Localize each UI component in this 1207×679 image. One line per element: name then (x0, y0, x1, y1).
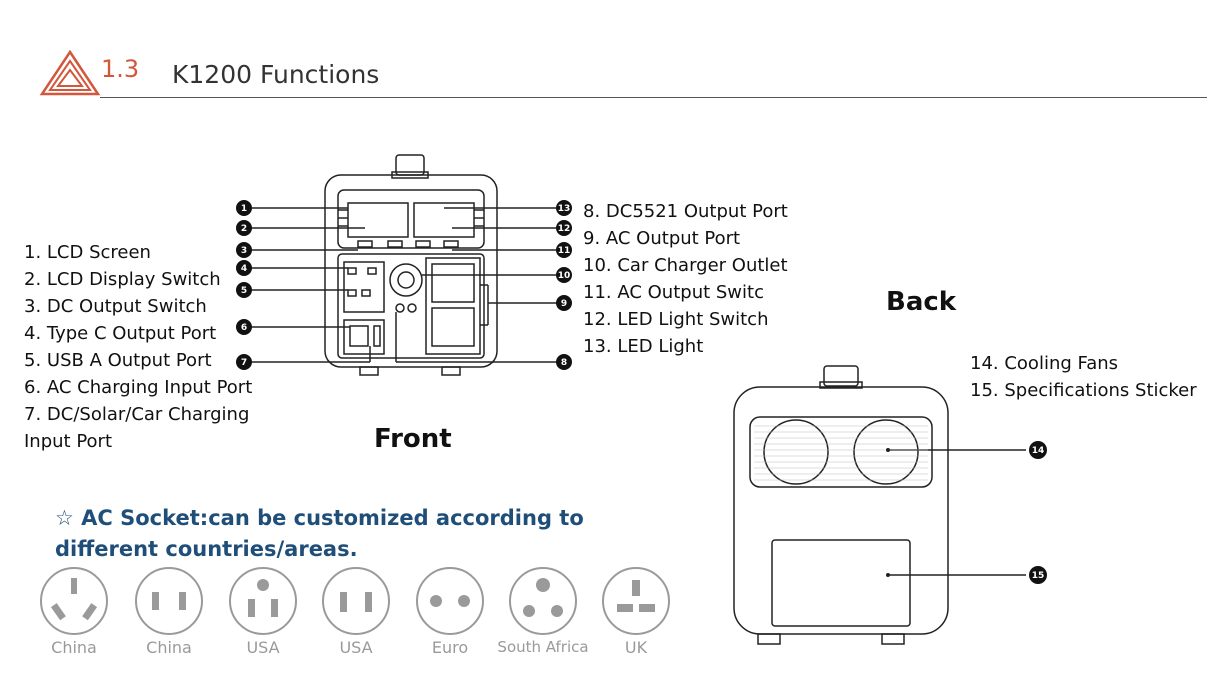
list-item: 2. LCD Display Switch (24, 269, 221, 290)
star-icon: ☆ (55, 506, 74, 530)
callout-3: 3 (241, 246, 247, 256)
back-view-label: Back (886, 287, 957, 317)
front-feature-list-right: 8. DC5521 Output Port 9. AC Output Port … (583, 198, 788, 360)
brand-logo-icon (39, 49, 101, 96)
list-item: 4. Type C Output Port (24, 323, 217, 344)
plug-label: USA (339, 638, 373, 657)
callout-7: 7 (241, 358, 247, 368)
plug-label: Euro (431, 638, 469, 657)
plug-label: China (51, 638, 97, 657)
callout-12: 12 (558, 224, 571, 234)
china-socket-icon (135, 567, 203, 635)
plug-label: USA (246, 638, 280, 657)
callout-14: 14 (1032, 446, 1045, 456)
section-number: 1.3 (101, 55, 140, 83)
list-item: 7. DC/Solar/Car Charging (24, 404, 250, 425)
plug-label: UK (624, 638, 648, 657)
callout-11: 11 (558, 246, 571, 256)
list-item: 9. AC Output Port (583, 228, 741, 249)
list-item: Input Port (24, 431, 113, 452)
page-title: K1200 Functions (172, 60, 380, 89)
back-device-illustration: 14 15 (733, 365, 1047, 645)
callout-2: 2 (241, 224, 247, 234)
back-feature-list: 14. Cooling Fans 15. Specifications Stic… (970, 350, 1197, 404)
callout-5: 5 (241, 286, 247, 296)
usa-socket-icon (322, 567, 390, 635)
front-feature-list: 1. LCD Screen 2. LCD Display Switch 3. D… (24, 239, 252, 455)
list-item: 10. Car Charger Outlet (583, 255, 788, 276)
euro-socket-icon (416, 567, 484, 635)
callout-4: 4 (241, 264, 247, 274)
usa-socket-icon (229, 567, 297, 635)
callout-8: 8 (561, 358, 567, 368)
list-item: 5. USB A Output Port (24, 350, 212, 371)
list-item: 15. Specifications Sticker (970, 380, 1197, 401)
front-device-illustration: 1 2 3 4 5 6 7 13 12 11 10 9 8 (236, 154, 572, 376)
note-text: AC Socket:can be customized according to… (55, 506, 584, 561)
list-item: 6. AC Charging Input Port (24, 377, 253, 398)
ac-socket-note: ☆ AC Socket:can be customized according … (55, 503, 655, 565)
south-africa-socket-icon (509, 567, 577, 635)
list-item: 13. LED Light (583, 336, 704, 357)
plug-label: South Africa (497, 638, 589, 656)
china-socket-icon (40, 567, 108, 635)
callout-9: 9 (561, 299, 567, 309)
callout-13: 13 (558, 204, 571, 214)
list-item: 14. Cooling Fans (970, 353, 1119, 374)
list-item: 11. AC Output Switc (583, 282, 764, 303)
list-item: 8. DC5521 Output Port (583, 201, 788, 222)
uk-socket-icon (602, 567, 670, 635)
callout-6: 6 (241, 323, 247, 333)
callout-10: 10 (558, 271, 571, 281)
plug-label: China (146, 638, 192, 657)
callout-1: 1 (241, 204, 247, 214)
front-view-label: Front (374, 424, 452, 454)
title-divider (100, 97, 1207, 98)
callout-15: 15 (1032, 571, 1045, 581)
list-item: 12. LED Light Switch (583, 309, 769, 330)
list-item: 3. DC Output Switch (24, 296, 207, 317)
list-item: 1. LCD Screen (24, 242, 151, 263)
